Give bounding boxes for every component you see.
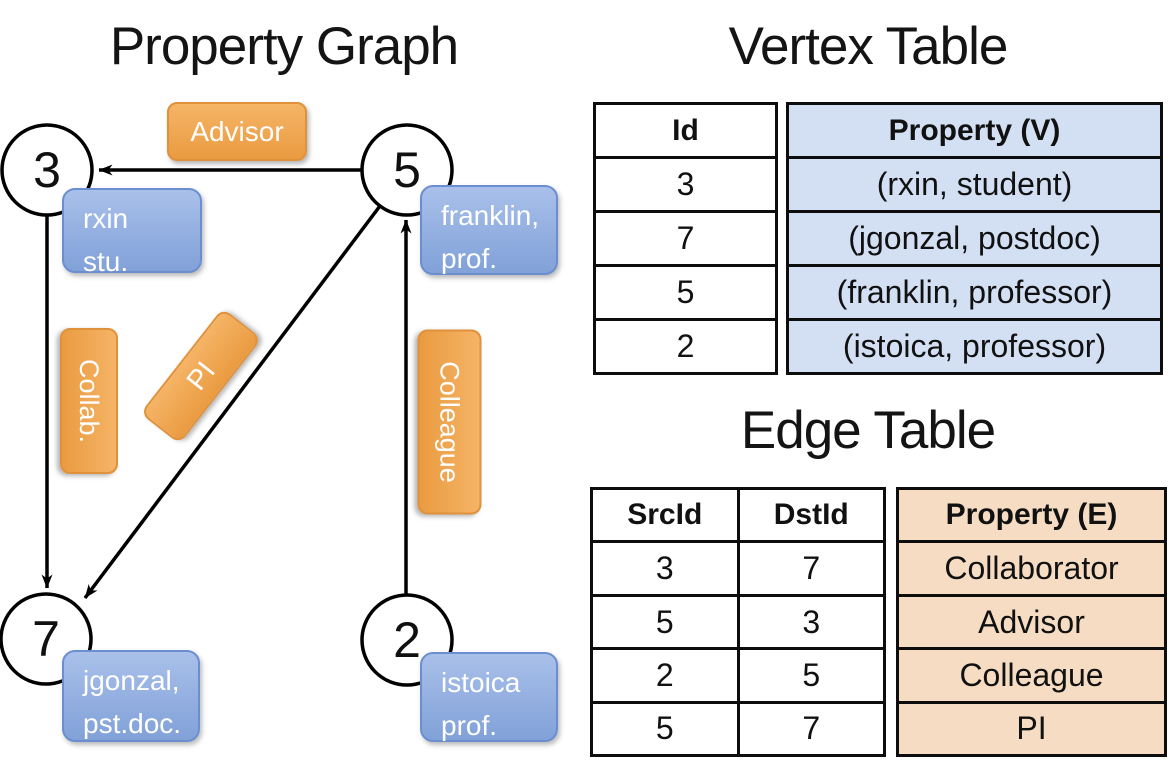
node-box-line1: rxin xyxy=(83,203,129,234)
edge-table-header-srcid: SrcId xyxy=(593,490,740,541)
edge-table-cell-srcid: 2 xyxy=(593,650,740,701)
vertex-table-header-id: Id xyxy=(596,105,775,159)
edge-label-advisor: Advisor xyxy=(167,102,307,161)
edge-table-id-columns: SrcId DstId 3 7 5 3 2 5 5 7 xyxy=(590,487,886,757)
edge-table-cell-srcid: 3 xyxy=(593,543,740,594)
node-box-istoica: istoica prof. xyxy=(420,652,558,742)
vertex-table-cell-id: 7 xyxy=(596,213,775,267)
vertex-id-2: 2 xyxy=(393,612,421,668)
edge-table-cell-srcid: 5 xyxy=(593,703,740,755)
vertex-table-cell-id: 2 xyxy=(676,328,695,364)
edge-table-cell-property: PI xyxy=(1016,710,1047,747)
edge-table-cell-property: Colleague xyxy=(899,650,1164,704)
vertex-table-cell-property: (franklin, professor) xyxy=(789,267,1160,321)
node-box-line2: pst.doc. xyxy=(83,707,182,739)
vertex-table-cell-id: 3 xyxy=(596,159,775,213)
edge-table-cell-dstid: 7 xyxy=(802,710,821,747)
edge-table-cell-dstid: 5 xyxy=(802,656,821,693)
node-box-line1: franklin, xyxy=(441,200,540,231)
vertex-id-7: 7 xyxy=(32,611,60,667)
vertex-id-3: 3 xyxy=(33,142,61,198)
node-box-rxin: rxin stu. xyxy=(62,188,202,277)
node-box-franklin: franklin, prof. xyxy=(420,185,558,275)
property-graph-title: Property Graph xyxy=(109,17,459,76)
edge-table-header-row: SrcId DstId xyxy=(593,490,883,544)
vertex-table-property-column: Property (V) (rxin, student) (jgonzal, p… xyxy=(786,102,1163,375)
edge-table-cell-property: Collaborator xyxy=(899,543,1164,597)
edge-table-title: Edge Table xyxy=(740,401,996,460)
node-box-line2: stu. xyxy=(83,245,129,277)
edge-table-id-row: 5 7 xyxy=(593,703,883,755)
edge-label-collab: Collab. xyxy=(60,328,118,474)
edge-table-id-row: 2 5 xyxy=(593,650,883,704)
vertex-table-title: Vertex Table xyxy=(728,17,1009,76)
edge-table-cell-dstid: 3 xyxy=(802,603,821,640)
edge-table-header-dstid: DstId xyxy=(773,498,849,532)
node-box-jgonzal: jgonzal, pst.doc. xyxy=(62,650,200,742)
edge-table-property-column: Property (E) Collaborator Advisor Collea… xyxy=(896,487,1167,757)
vertex-id-5: 5 xyxy=(393,142,421,198)
vertex-table-cell-property: (jgonzal, postdoc) xyxy=(789,213,1160,267)
edge-table-header-property: Property (E) xyxy=(899,490,1164,544)
node-box-line2: prof. xyxy=(441,709,498,741)
vertex-table-id-column: Id 3 7 5 2 xyxy=(593,102,778,375)
node-box-line1: jgonzal, xyxy=(83,665,180,696)
edge-label-colleague: Colleague xyxy=(417,329,482,515)
edge-table-cell-dstid: 7 xyxy=(802,550,821,587)
edge-pi-5-to-7 xyxy=(83,168,409,600)
vertex-table-cell-property: (istoica, professor) xyxy=(842,328,1107,364)
vertex-table-cell-property: (rxin, student) xyxy=(789,159,1160,213)
node-box-line1: istoica xyxy=(441,667,521,698)
vertex-table-cell-id: 5 xyxy=(596,267,775,321)
vertex-table-header-property: Property (V) xyxy=(789,105,1160,159)
edge-table-cell-srcid: 5 xyxy=(593,596,740,648)
node-box-line2: prof. xyxy=(441,242,498,274)
edge-table-cell-property: Advisor xyxy=(899,597,1164,651)
edge-table-id-row: 5 3 xyxy=(593,596,883,651)
edge-table-id-row: 3 7 xyxy=(593,543,883,597)
